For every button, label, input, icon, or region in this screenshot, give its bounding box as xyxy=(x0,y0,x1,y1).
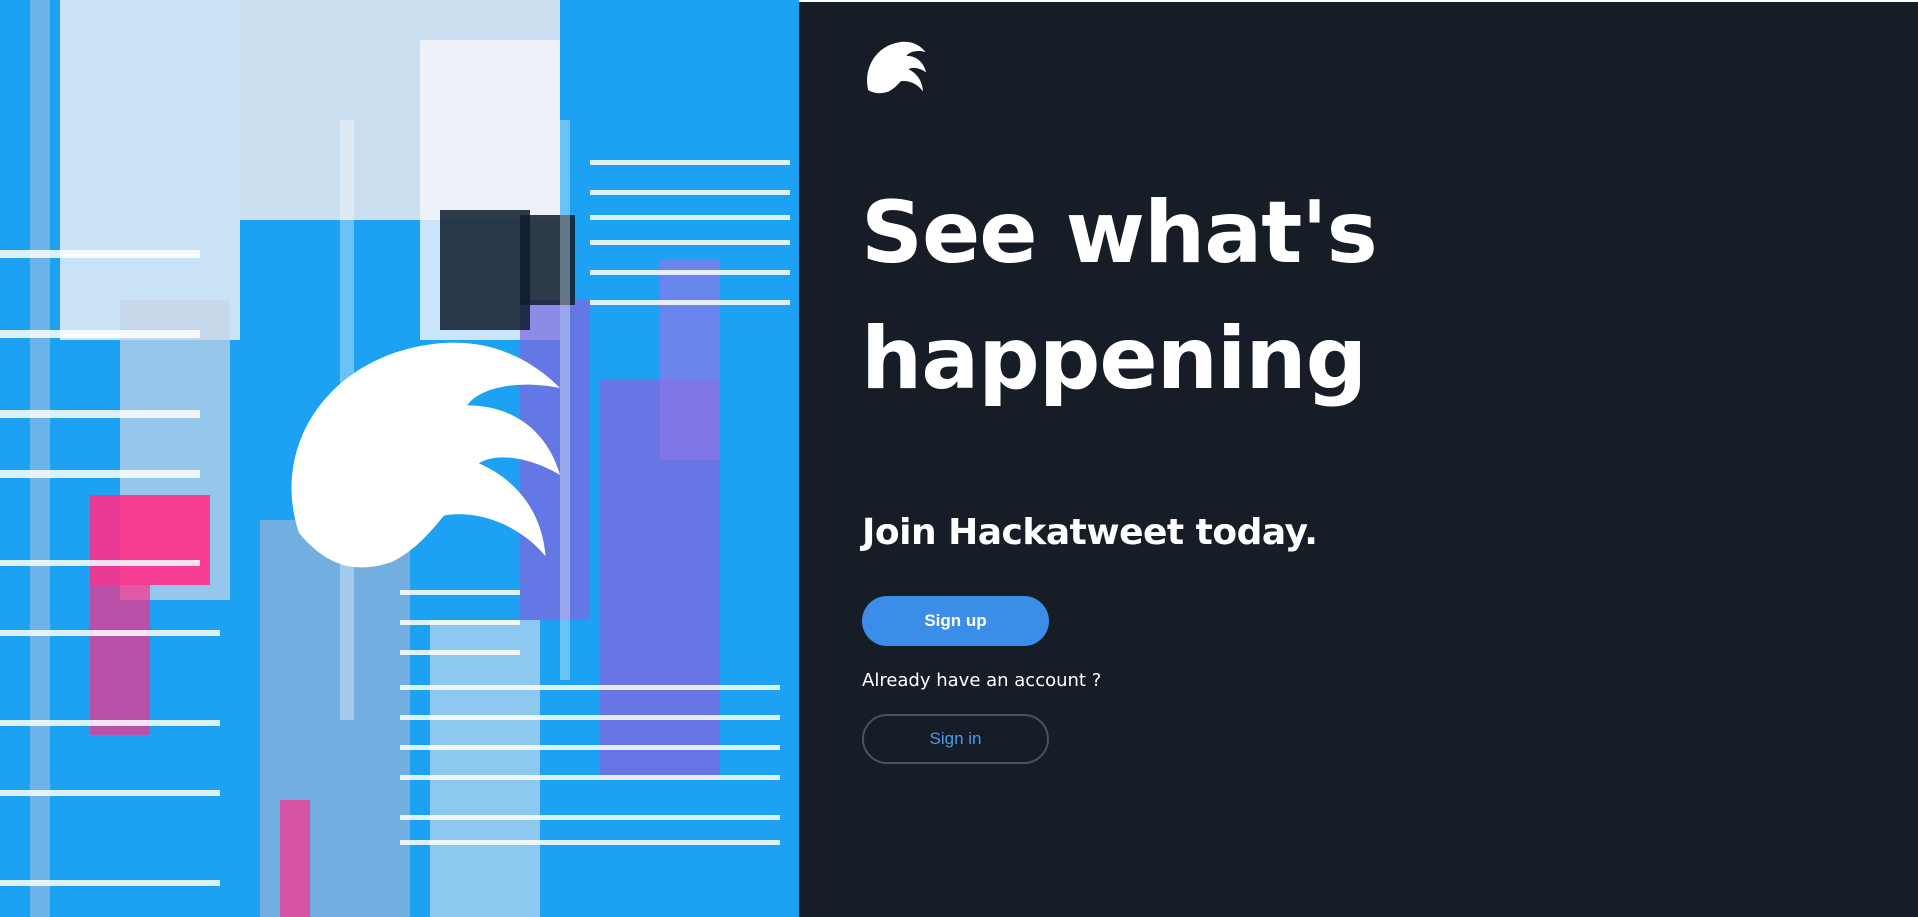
feather-bird-logo-icon xyxy=(867,41,927,94)
headline-line-2: happening xyxy=(861,309,1367,409)
sign-up-button[interactable]: Sign up xyxy=(862,596,1049,646)
hero-headline: See what's happening xyxy=(861,170,1761,422)
already-have-account-text: Already have an account ? xyxy=(862,670,1102,691)
sign-in-button[interactable]: Sign in xyxy=(862,714,1049,764)
signup-panel: See what's happening Join Hackatweet tod… xyxy=(799,2,1918,917)
hero-collage-image xyxy=(0,0,799,917)
feather-bird-logo-icon xyxy=(291,342,560,568)
headline-line-1: See what's xyxy=(861,183,1378,283)
join-subheading: Join Hackatweet today. xyxy=(862,512,1318,553)
hero-artwork xyxy=(0,0,799,917)
